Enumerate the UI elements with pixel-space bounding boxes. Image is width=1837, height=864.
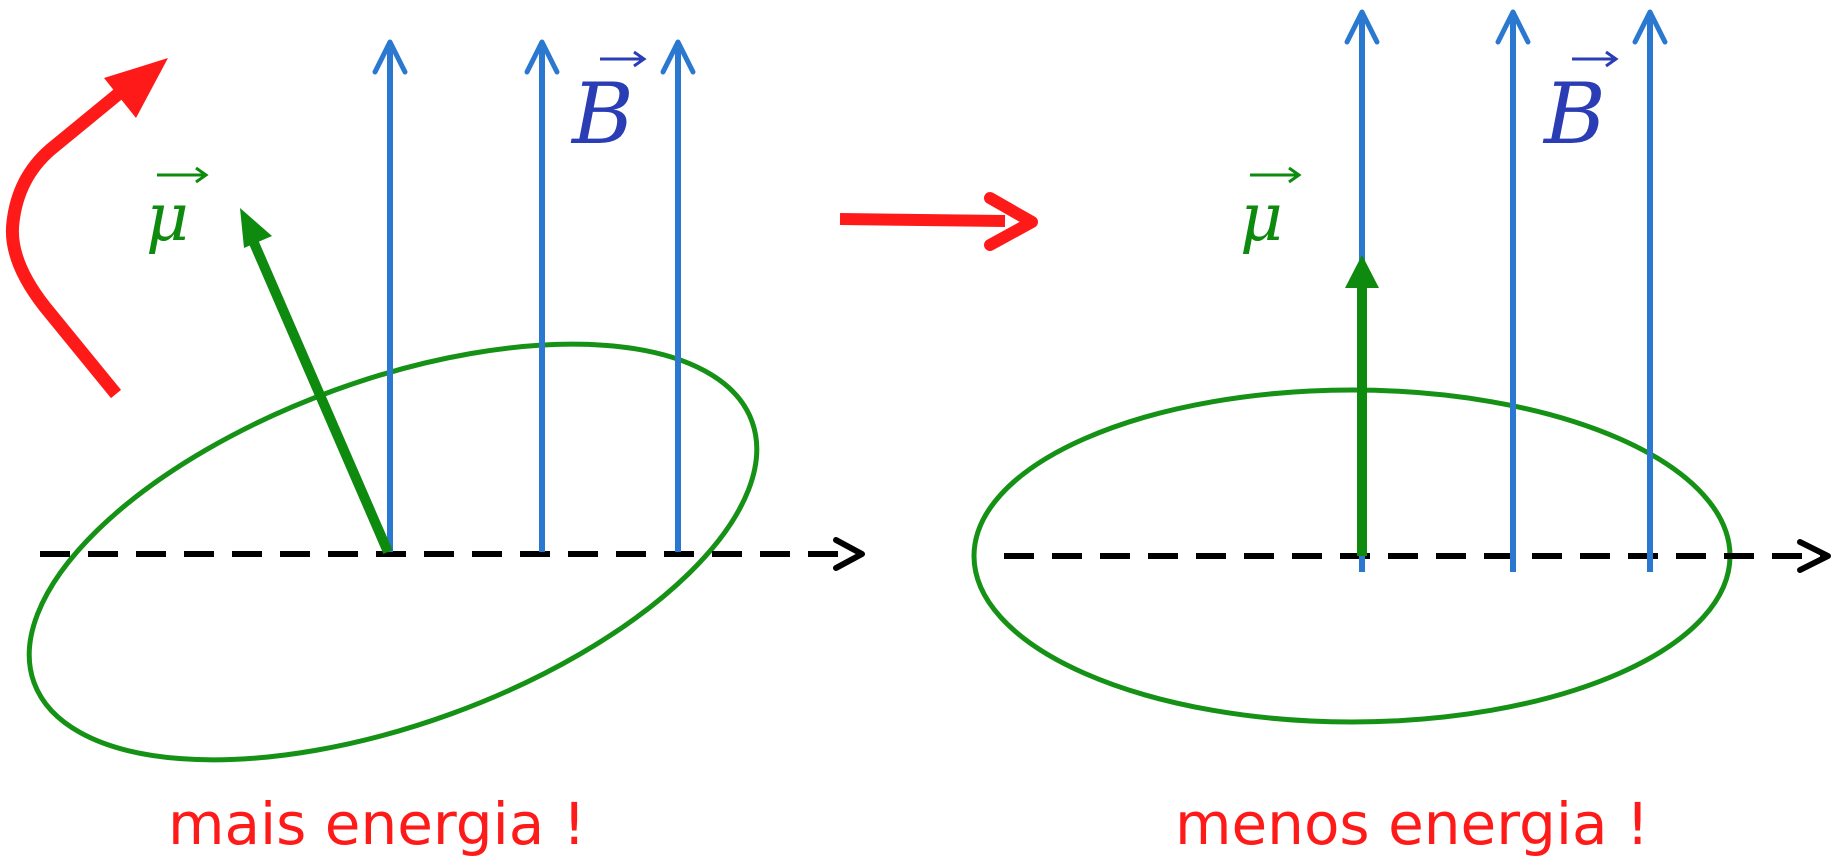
vector-arrow-accent-icon — [1572, 50, 1619, 68]
curved-rotation-arrow-icon — [5, 58, 168, 399]
left-caption: mais energia ! — [168, 790, 586, 858]
left-field-line-1 — [372, 39, 408, 552]
right-b-text: B — [1542, 65, 1606, 163]
right-mu-text: μ — [1240, 179, 1283, 256]
vector-arrow-accent-icon — [1250, 166, 1302, 184]
right-mu-label: μ — [1240, 166, 1302, 256]
right-field-line-3 — [1632, 9, 1668, 572]
left-axis-arrow — [40, 537, 865, 571]
left-current-loop — [26, 341, 760, 763]
right-field-line-2 — [1495, 9, 1531, 572]
right-arrow-icon — [839, 192, 1038, 251]
right-panel: μ B — [971, 9, 1831, 725]
right-axis-arrow — [1004, 539, 1831, 573]
left-mu-label: μ — [146, 166, 209, 256]
right-magnetic-moment-vector — [1345, 255, 1379, 556]
left-panel: μ B — [5, 39, 865, 763]
left-b-label: B — [570, 50, 647, 163]
right-caption: menos energia ! — [1175, 790, 1650, 858]
right-b-label: B — [1542, 50, 1619, 163]
left-field-line-3 — [660, 39, 696, 552]
left-magnetic-moment-vector — [240, 208, 393, 554]
left-mu-text: μ — [146, 179, 189, 256]
left-field-line-2 — [524, 39, 560, 552]
left-b-text: B — [570, 65, 634, 163]
vector-arrow-accent-icon — [157, 166, 209, 184]
vector-arrow-accent-icon — [600, 50, 647, 68]
